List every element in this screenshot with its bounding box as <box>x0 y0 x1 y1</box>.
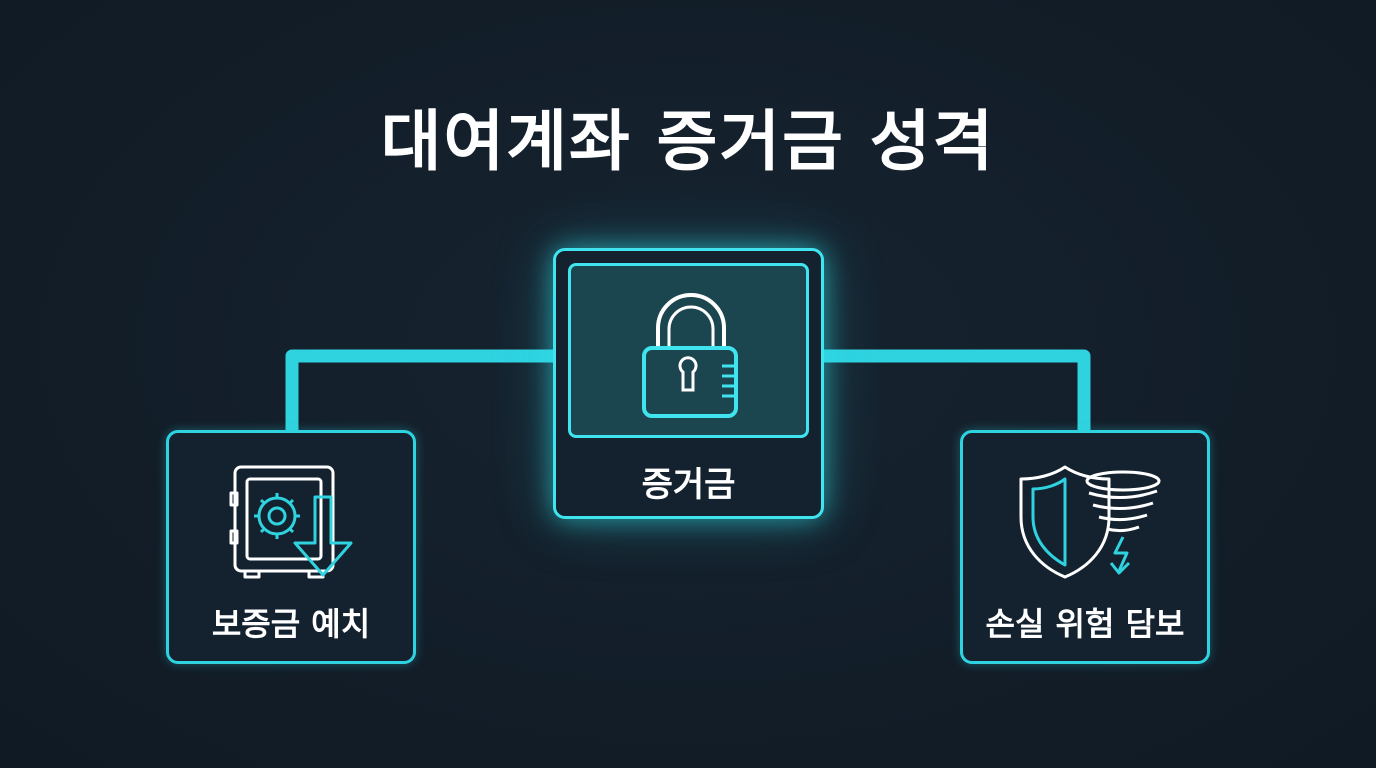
node-margin-label: 증거금 <box>641 465 736 505</box>
node-deposit-label: 보증금 예치 <box>211 605 371 643</box>
node-margin: 증거금 <box>553 248 824 519</box>
safe-deposit-icon <box>229 465 353 579</box>
shield-tornado-icon <box>1019 465 1161 579</box>
page-title: 대여계좌 증거금 성격 <box>380 103 996 180</box>
node-deposit: 보증금 예치 <box>166 430 416 664</box>
padlock-icon <box>642 293 738 418</box>
connector-right <box>815 349 1091 439</box>
node-risk-collateral: 손실 위험 담보 <box>960 430 1210 664</box>
node-risk-collateral-label: 손실 위험 담보 <box>985 605 1185 643</box>
connector-left <box>285 349 561 439</box>
margin-icon-panel <box>568 263 809 438</box>
